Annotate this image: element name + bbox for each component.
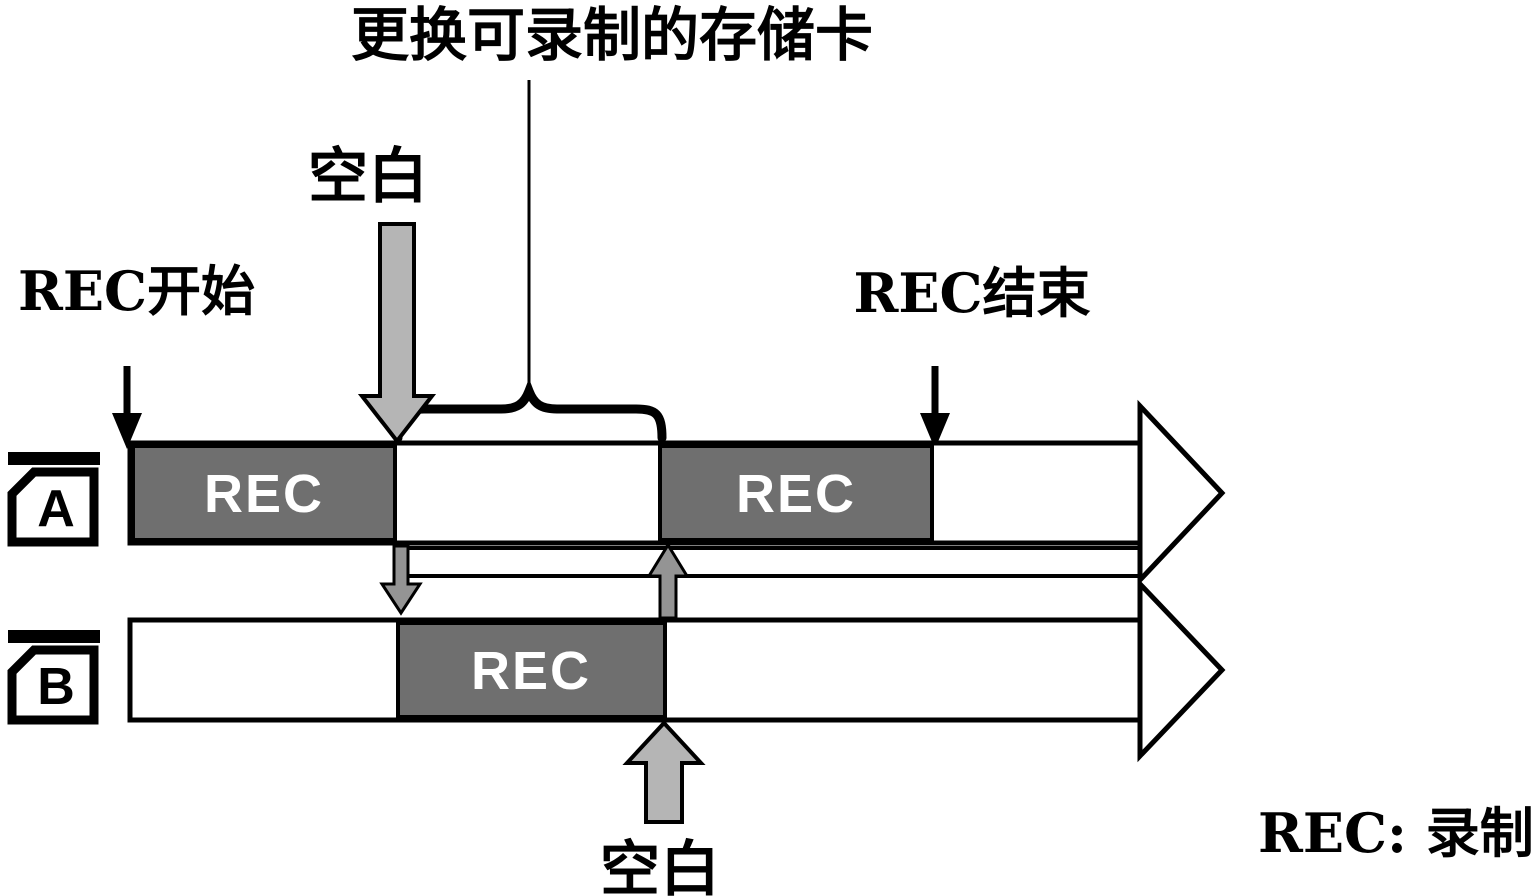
blank-segment-brace <box>393 378 667 443</box>
card-a-top-bar <box>8 452 100 465</box>
rec-end-label: REC结束 <box>853 261 1090 325</box>
rec-start-arrow-head <box>112 413 142 449</box>
rec-end-arrow-head <box>920 413 950 449</box>
memory-card-b-icon: B <box>7 630 100 725</box>
rec-start-arrow-icon <box>112 366 142 449</box>
timeline-b-arrowhead-icon <box>1137 577 1226 763</box>
timeline-card-b: REC <box>127 577 1226 763</box>
rec-bar-a1-label: REC <box>204 464 324 524</box>
card-b-letter: B <box>37 658 75 716</box>
timeline-a-arrowhead-icon <box>1137 399 1226 587</box>
card-b-outline <box>7 645 99 725</box>
timeline-card-a: REC REC <box>127 399 1226 587</box>
card-a-letter: A <box>37 480 75 538</box>
memory-card-a-icon: A <box>7 452 100 547</box>
title-replace-card-label: 更换可录制的存储卡 <box>351 1 873 69</box>
rec-bar-b <box>396 621 667 719</box>
rec-bar-a2-label: REC <box>736 464 856 524</box>
blank-bottom-arrow-icon <box>622 720 706 824</box>
card-b-top-bar <box>8 630 100 643</box>
rec-start-label: REC开始 <box>18 259 255 323</box>
blank-top-label: 空白 <box>308 142 428 212</box>
relay-a-to-b-arrow-icon <box>379 544 423 616</box>
timeline-a-substrip <box>397 546 1142 578</box>
blank-bottom-label: 空白 <box>600 835 720 896</box>
rec-bar-a2 <box>658 444 934 542</box>
legend-rec-definition: REC: 录制 <box>1258 801 1534 865</box>
blank-top-arrow-icon <box>357 222 437 445</box>
rec-end-arrow-icon <box>920 366 950 449</box>
rec-bar-b-label: REC <box>471 641 591 701</box>
rec-bar-a1 <box>131 444 397 542</box>
card-a-outline <box>7 467 99 547</box>
